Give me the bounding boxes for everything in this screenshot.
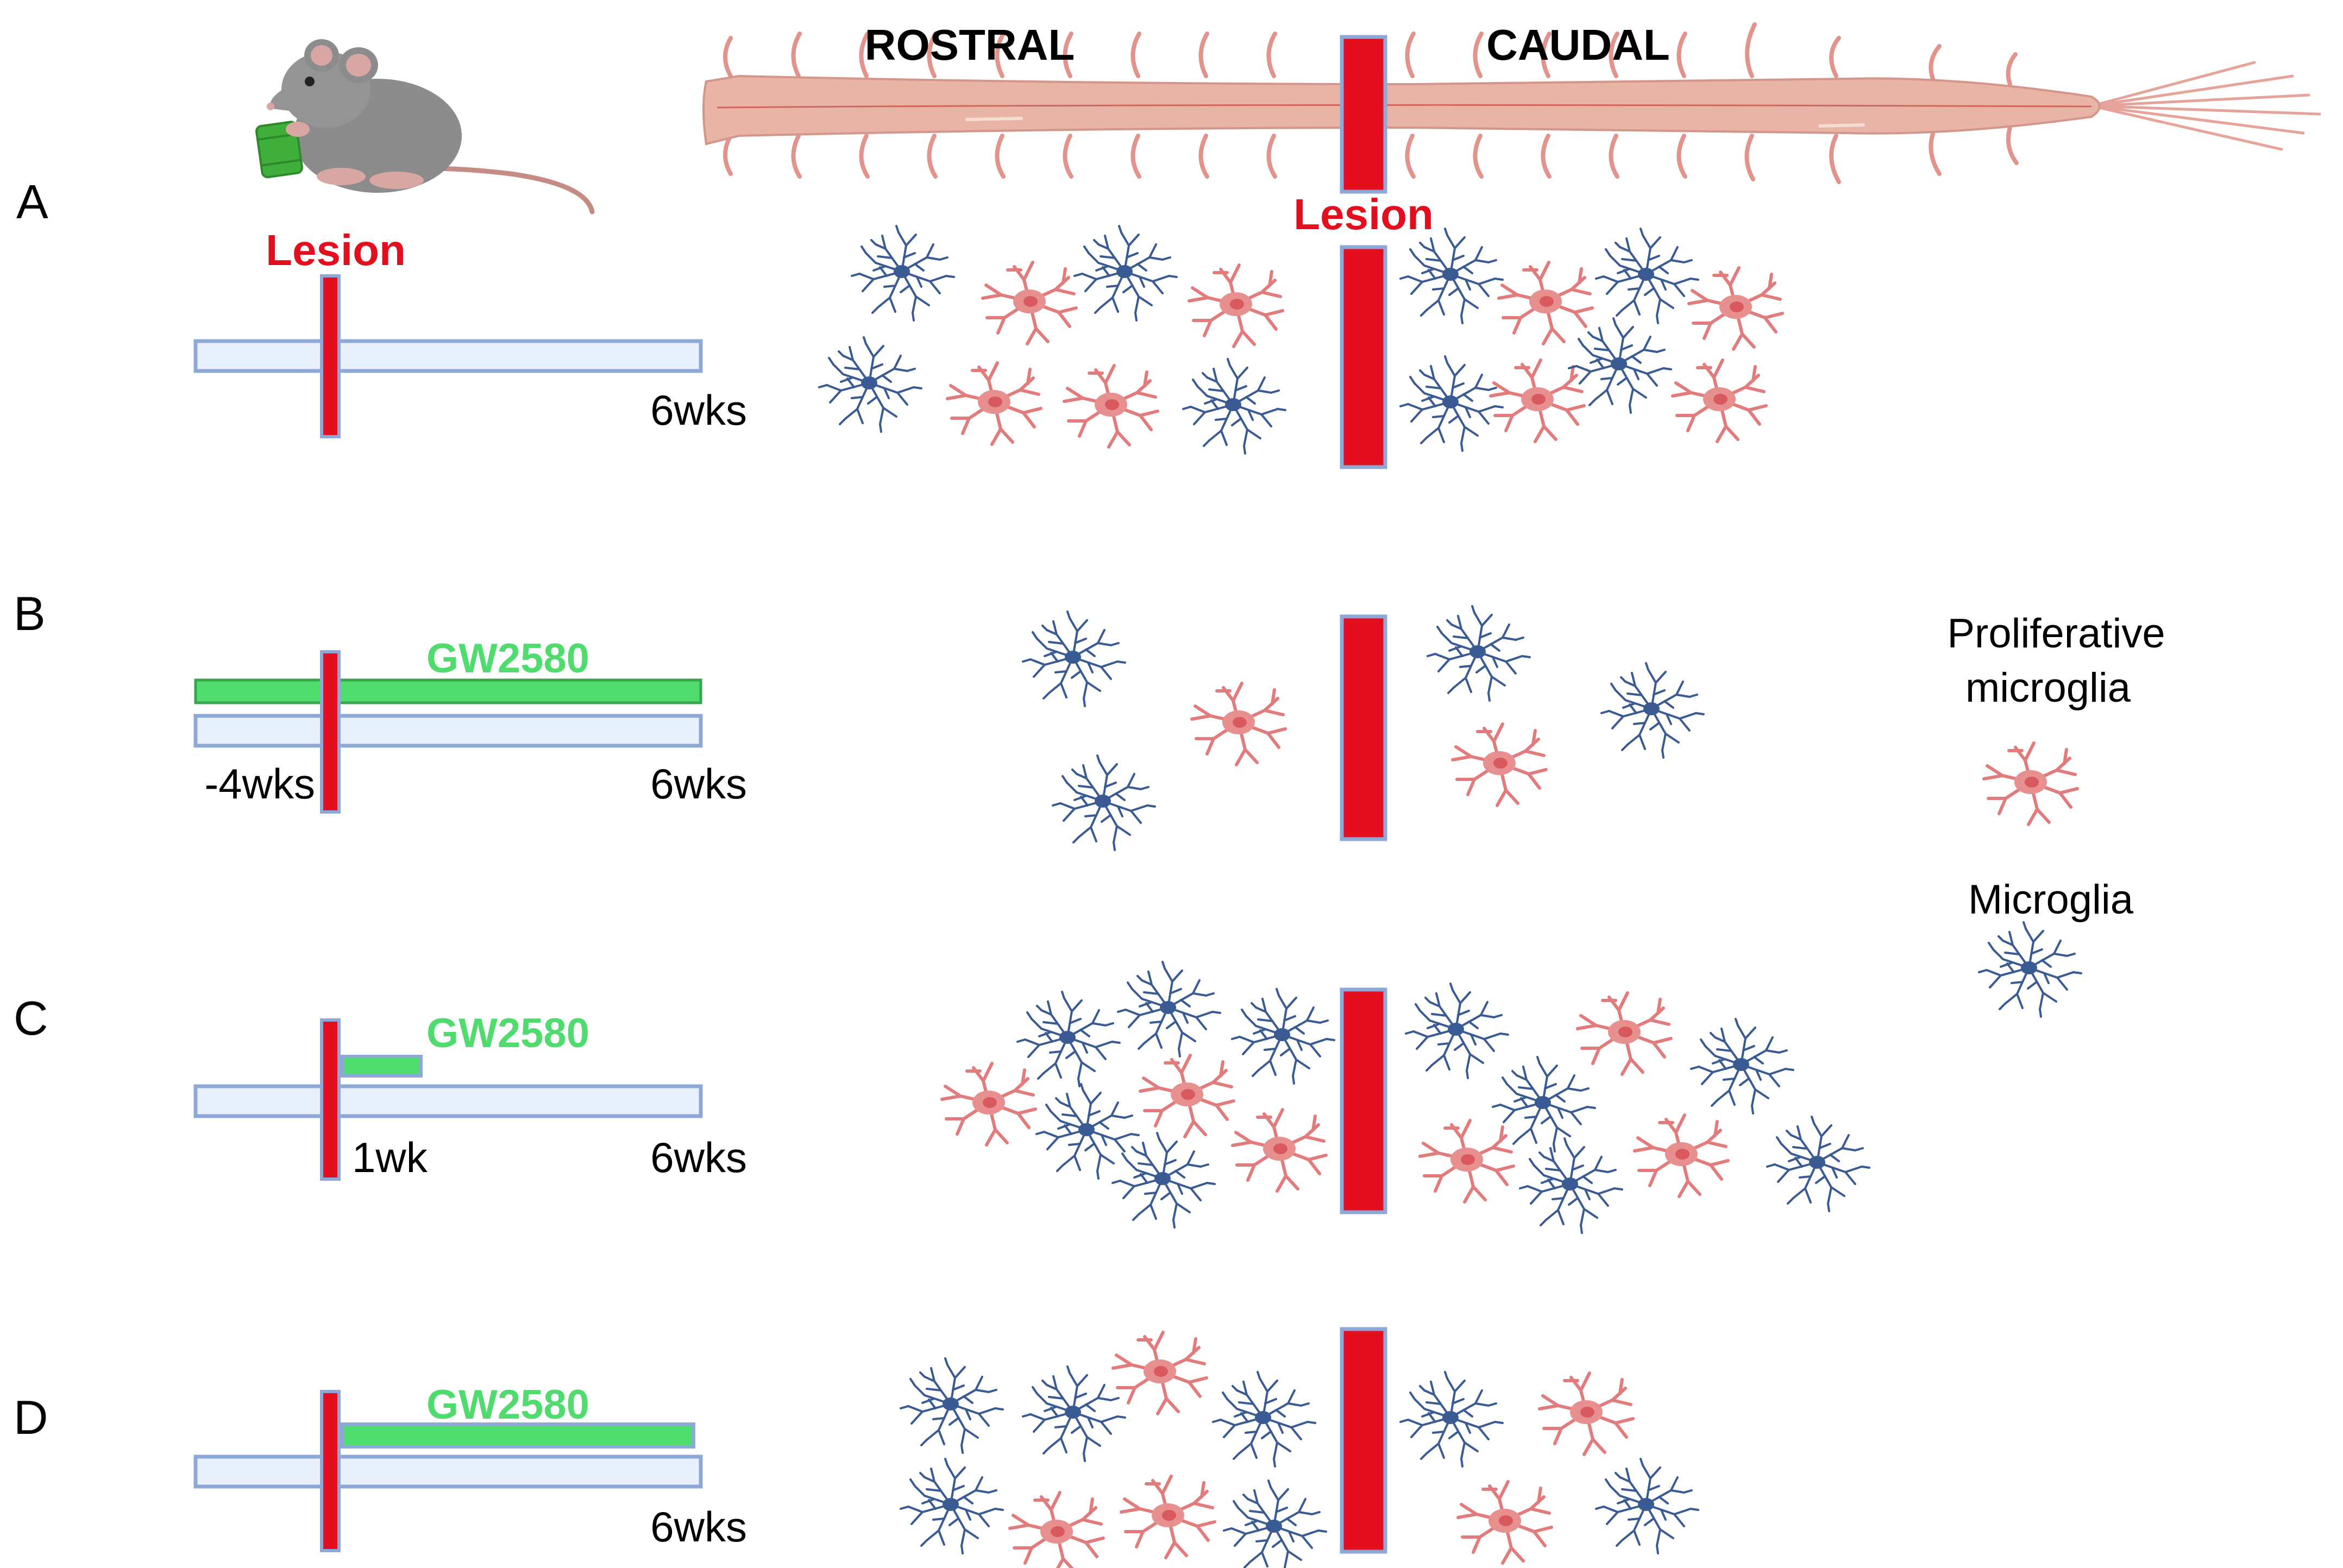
proliferative-microglia-cell-icon	[942, 1063, 1035, 1145]
legend-proliferative-line2: microglia	[1965, 665, 2131, 711]
proliferative-microglia-cell-icon	[983, 262, 1076, 344]
panel-d-cells	[900, 1332, 1699, 1568]
timeline-lesion-label: Lesion	[266, 226, 406, 274]
proliferative-microglia-cell-icon	[1192, 683, 1285, 765]
proliferative-microglia-cell-icon	[1064, 366, 1158, 447]
panel-c-drug-label: GW2580	[426, 1010, 589, 1056]
panel-b-timeline: GW2580 -4wks 6wks	[193, 635, 747, 814]
legend: Proliferative microglia Microglia	[1947, 610, 2165, 1018]
panel-a-timeline: Lesion 6wks	[193, 226, 747, 438]
panel-c-lesion-bar	[1340, 987, 1387, 1214]
proliferative-microglia-cell-icon	[1984, 743, 2077, 824]
proliferative-microglia-cell-icon	[1499, 262, 1592, 344]
proliferative-microglia-cell-icon	[1453, 724, 1546, 805]
microglia-cell-icon	[1399, 228, 1504, 324]
microglia-cell-icon	[818, 336, 922, 433]
microglia-cell-icon	[1022, 610, 1126, 707]
microglia-cell-icon	[1399, 1371, 1504, 1468]
panel-d-lesion-bar	[1340, 1327, 1387, 1554]
proliferative-microglia-cell-icon	[947, 363, 1041, 444]
panel-d-drug-label: GW2580	[426, 1382, 589, 1428]
panel-c-start-label: 1wk	[352, 1134, 428, 1181]
microglia-cell-icon	[1492, 1056, 1596, 1153]
microglia-cell-icon	[1111, 1132, 1216, 1229]
microglia-cell-icon	[1595, 228, 1699, 324]
proliferative-microglia-cell-icon	[1458, 1482, 1551, 1563]
panel-b-start-label: -4wks	[204, 760, 315, 808]
microglia-cell-icon	[1978, 921, 2082, 1018]
microglia-cell-icon	[1766, 1116, 1870, 1212]
microglia-cell-icon	[1600, 662, 1705, 759]
proliferative-microglia-cell-icon	[1189, 265, 1283, 347]
proliferative-microglia-cell-icon	[1540, 1373, 1633, 1454]
panel-b-end-label: 6wks	[650, 760, 747, 808]
caudal-label: CAUDAL	[1486, 21, 1670, 69]
panel-a-end-label: 6wks	[650, 386, 747, 434]
mouse-drinking-icon	[255, 39, 595, 215]
panel-a-lesion-bar	[1340, 245, 1387, 469]
spinal-cord-icon	[702, 22, 2321, 184]
proliferative-microglia-cell-icon	[1113, 1332, 1207, 1414]
microglia-cell-icon	[1690, 1018, 1794, 1114]
microglia-cell-icon	[1073, 225, 1178, 322]
proliferative-microglia-cell-icon	[1578, 993, 1671, 1074]
microglia-cell-icon	[1405, 983, 1509, 1079]
microglia-cell-icon	[851, 225, 955, 322]
microglia-cell-icon	[1016, 991, 1121, 1087]
proliferative-microglia-cell-icon	[1010, 1493, 1103, 1568]
proliferative-microglia-cell-icon	[1420, 1120, 1513, 1202]
panel-c-end-label: 6wks	[650, 1134, 747, 1181]
panel-label-d: D	[14, 1390, 48, 1444]
panel-d-timeline: GW2580 6wks	[193, 1382, 747, 1552]
microglia-cell-icon	[1595, 1458, 1699, 1554]
proliferative-microglia-cell-icon	[1233, 1110, 1326, 1191]
rostral-label: ROSTRAL	[865, 21, 1075, 69]
microglia-cell-icon	[1035, 1083, 1140, 1180]
microglia-cell-icon	[1052, 754, 1156, 851]
microglia-cell-icon	[1427, 605, 1531, 702]
proliferative-microglia-cell-icon	[1121, 1476, 1215, 1558]
microglia-cell-icon	[900, 1357, 1004, 1454]
proliferative-microglia-cell-icon	[1140, 1055, 1234, 1137]
legend-microglia-label: Microglia	[1968, 877, 2134, 923]
proliferative-microglia-cell-icon	[1491, 360, 1584, 442]
microglia-cell-icon	[1182, 358, 1286, 455]
microglia-cell-icon	[1022, 1365, 1126, 1462]
legend-proliferative-line1: Proliferative	[1947, 610, 2165, 657]
proliferative-microglia-cell-icon	[1689, 268, 1782, 349]
microglia-cell-icon	[1117, 961, 1221, 1057]
microglia-cell-icon	[900, 1458, 1004, 1554]
panel-a-cells	[818, 225, 1782, 455]
microglia-cell-icon	[1568, 317, 1672, 414]
microglia-cell-icon	[1223, 1479, 1327, 1568]
panel-c-cells	[942, 961, 1870, 1234]
cord-lesion-label: Lesion	[1293, 190, 1434, 238]
microglia-cell-icon	[1212, 1371, 1316, 1468]
proliferative-microglia-cell-icon	[1673, 360, 1766, 442]
panel-label-c: C	[14, 991, 48, 1045]
microglia-cell-icon	[1231, 988, 1335, 1085]
panel-d-end-label: 6wks	[650, 1503, 747, 1551]
cord-lesion-marker	[1340, 35, 1387, 194]
microglia-cell-icon	[1519, 1137, 1623, 1234]
microglia-cell-icon	[1399, 355, 1504, 452]
panel-b-lesion-bar	[1340, 614, 1387, 841]
panel-label-a: A	[16, 175, 48, 229]
panel-b-drug-label: GW2580	[426, 635, 589, 682]
proliferative-microglia-cell-icon	[1635, 1115, 1728, 1197]
panel-c-timeline: GW2580 1wk 6wks	[193, 1010, 747, 1181]
panel-label-b: B	[14, 587, 46, 640]
